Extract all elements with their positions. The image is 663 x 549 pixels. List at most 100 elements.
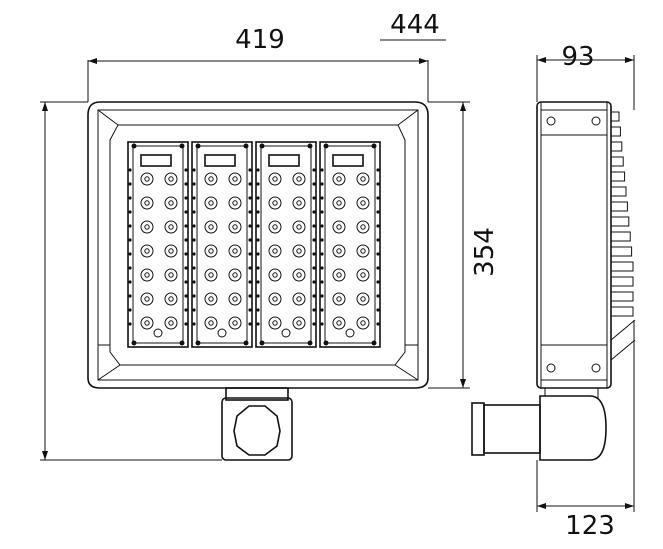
module-stud	[312, 266, 316, 270]
module-stud	[256, 224, 260, 228]
module-stud	[376, 266, 380, 270]
module-label-plate	[332, 154, 364, 167]
module-stud	[376, 224, 380, 228]
led-lens	[228, 268, 242, 282]
front-junction-box	[221, 397, 293, 461]
module-stud	[192, 266, 196, 270]
led-lens	[140, 292, 154, 306]
led-lens	[228, 244, 242, 258]
module-stud	[320, 224, 324, 228]
module-screw	[243, 143, 249, 149]
module-stud	[192, 252, 196, 256]
led-chip	[232, 296, 238, 302]
module-stud	[312, 168, 316, 172]
led-lens	[140, 172, 154, 186]
heat-sink-fin	[610, 111, 620, 122]
module-stud	[248, 196, 252, 200]
heat-sink-fin	[610, 216, 630, 227]
module-stud	[376, 210, 380, 214]
module-stud	[376, 182, 380, 186]
led-lens	[164, 244, 178, 258]
module-stud	[192, 238, 196, 242]
led-chip	[360, 224, 366, 230]
module-stud	[128, 266, 132, 270]
led-chip	[168, 248, 174, 254]
module-stud	[312, 224, 316, 228]
led-lens	[268, 220, 282, 234]
led-chip	[360, 272, 366, 278]
led-lens	[140, 220, 154, 234]
led-lens	[332, 268, 346, 282]
led-chip	[336, 176, 342, 182]
led-chip	[208, 272, 214, 278]
led-chip	[208, 320, 214, 326]
module-stud	[192, 182, 196, 186]
fin-base	[610, 319, 636, 341]
module-stud	[376, 322, 380, 326]
led-chip	[232, 200, 238, 206]
led-lens	[140, 268, 154, 282]
module-stud	[312, 280, 316, 284]
module-stud	[128, 252, 132, 256]
led-chip	[336, 272, 342, 278]
heat-sink-fin	[610, 201, 628, 212]
module-stud	[376, 252, 380, 256]
led-lens	[164, 220, 178, 234]
module-screw	[243, 340, 249, 346]
led-chip	[168, 200, 174, 206]
module-stud	[248, 308, 252, 312]
module-stud	[320, 210, 324, 214]
arrow-head	[537, 57, 546, 63]
module-stud	[128, 210, 132, 214]
module-screw	[131, 143, 137, 149]
arrow-head	[625, 503, 634, 509]
led-lens	[268, 268, 282, 282]
side-view	[471, 101, 636, 461]
bevel-line	[97, 364, 121, 381]
module-stud	[184, 196, 188, 200]
module-stud	[320, 308, 324, 312]
module-stud	[320, 238, 324, 242]
module-stud	[128, 280, 132, 284]
led-lens	[292, 244, 306, 258]
module-stud	[128, 168, 132, 172]
led-lens	[356, 220, 370, 234]
led-lens	[140, 196, 154, 210]
module-stud	[320, 266, 324, 270]
module-stud	[184, 238, 188, 242]
module-stud	[320, 280, 324, 284]
led-chip	[360, 296, 366, 302]
led-chip	[208, 224, 214, 230]
led-module-board	[132, 145, 184, 344]
module-stud	[256, 196, 260, 200]
heat-sink-fin	[610, 306, 634, 317]
led-chip	[296, 224, 302, 230]
led-lens	[332, 244, 346, 258]
module-stud	[248, 182, 252, 186]
module-stud	[128, 182, 132, 186]
module-stud	[320, 252, 324, 256]
heat-sink-fin	[610, 126, 621, 137]
led-chip	[168, 224, 174, 230]
module-stud	[192, 210, 196, 214]
led-chip	[272, 224, 278, 230]
module-screw	[259, 340, 265, 346]
module-screw	[195, 143, 201, 149]
led-lens	[332, 292, 346, 306]
led-chip	[144, 176, 150, 182]
led-chip	[208, 200, 214, 206]
module-stud	[256, 280, 260, 284]
led-lens	[268, 172, 282, 186]
led-lens	[356, 268, 370, 282]
led-lens	[228, 220, 242, 234]
led-lens	[204, 196, 218, 210]
module-stud	[192, 308, 196, 312]
led-lens	[268, 292, 282, 306]
led-lens	[356, 172, 370, 186]
led-chip	[272, 176, 278, 182]
module-stud	[376, 280, 380, 284]
module-stud	[320, 182, 324, 186]
led-chip	[272, 200, 278, 206]
led-chip	[336, 320, 342, 326]
led-lens	[228, 316, 242, 330]
